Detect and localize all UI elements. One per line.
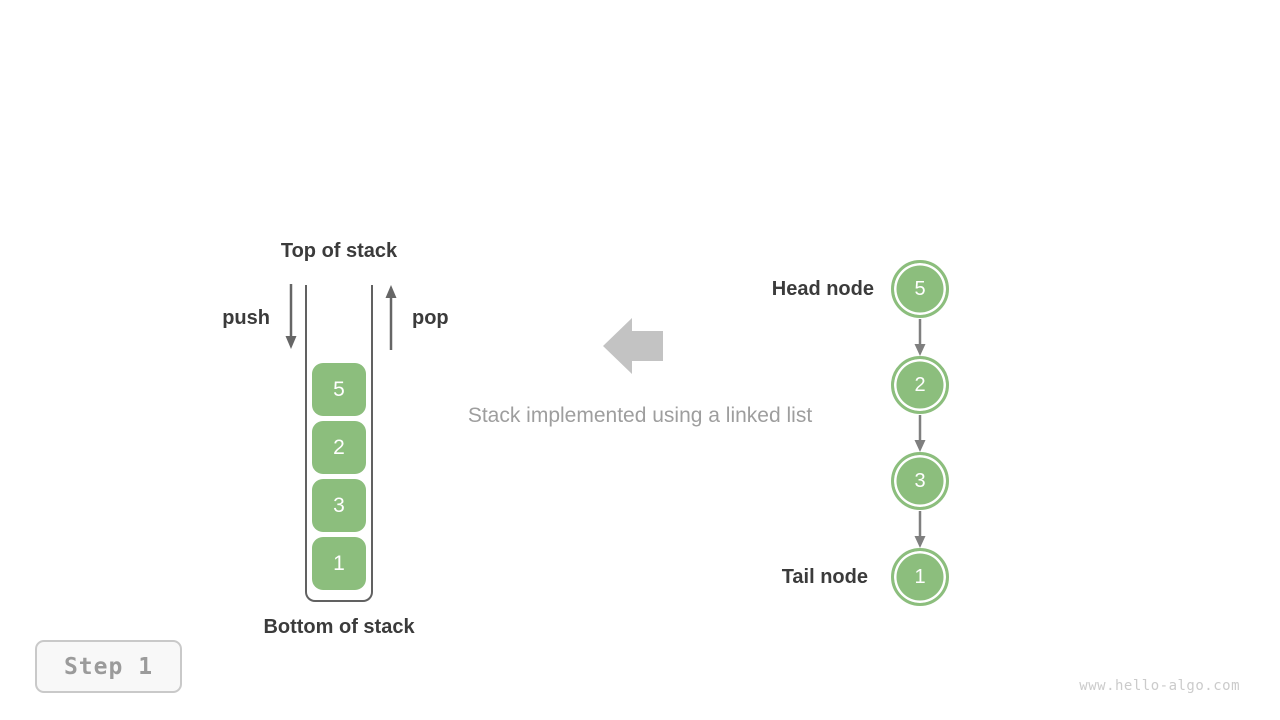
link-arrow-icon: [914, 511, 926, 548]
caption-text: Stack implemented using a linked list: [467, 404, 813, 427]
link-arrow-icon: [914, 319, 926, 356]
list-node: 2: [891, 356, 949, 414]
pop-label: pop: [412, 307, 449, 329]
link-arrow-icon: [914, 415, 926, 452]
tail-node-label: Tail node: [781, 566, 868, 588]
stack-bottom-label: Bottom of stack: [263, 616, 415, 638]
watermark: www.hello-algo.com: [1079, 678, 1240, 694]
big-left-arrow-icon: [603, 318, 663, 374]
head-node-label: Head node: [771, 278, 874, 300]
pop-up-arrow-icon: [385, 285, 397, 350]
stack-block: 1: [312, 537, 366, 590]
stack-block: 3: [312, 479, 366, 532]
stack-block: 5: [312, 363, 366, 416]
push-down-arrow-icon: [285, 284, 297, 349]
push-label: push: [222, 307, 270, 329]
list-node: 1: [891, 548, 949, 606]
list-node: 5: [891, 260, 949, 318]
step-badge: Step 1: [35, 640, 182, 693]
stack-block: 2: [312, 421, 366, 474]
list-node: 3: [891, 452, 949, 510]
stack-top-label: Top of stack: [280, 240, 398, 262]
